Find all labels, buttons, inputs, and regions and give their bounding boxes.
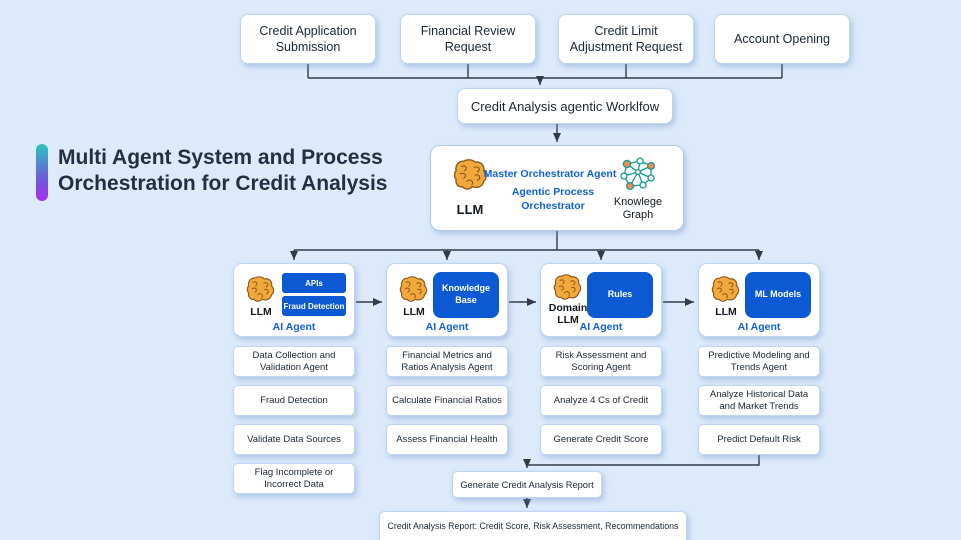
orchestrator-subtitle: Agentic Process Orchestrator: [511, 186, 595, 212]
task-node: Analyze 4 Cs of Credit: [540, 385, 662, 416]
agent-node-predictive-modeling: LLM ML Models AI Agent: [698, 263, 820, 337]
orchestrator-llm-label: LLM: [456, 202, 484, 217]
generate-report-node: Generate Credit Analysis Report: [452, 471, 602, 498]
tool-chip-fraud-detection: Fraud Detection: [282, 296, 346, 316]
tool-chip-ml-models: ML Models: [745, 272, 811, 318]
task-node: Assess Financial Health: [386, 424, 508, 455]
agent-role-label: AI Agent: [272, 321, 316, 333]
task-node: Validate Data Sources: [233, 424, 355, 455]
request-node-credit-limit-adjustment: Credit Limit Adjustment Request: [558, 14, 694, 64]
workflow-node: Credit Analysis agentic Worklfow: [457, 88, 673, 124]
request-node-account-opening: Account Opening: [714, 14, 850, 64]
task-node: Generate Credit Score: [540, 424, 662, 455]
page-title-line1: Multi Agent System and Process: [58, 146, 383, 169]
agent-node-financial-metrics: LLM Knowledge Base AI Agent: [386, 263, 508, 337]
request-node-credit-application: Credit Application Submission: [240, 14, 376, 64]
brain-icon: [399, 276, 429, 308]
tool-chip-knowledge-base: Knowledge Base: [433, 272, 499, 318]
agent-role-label: AI Agent: [737, 321, 781, 333]
brain-icon: [553, 274, 583, 306]
agent-role-label: AI Agent: [579, 321, 623, 333]
agent-node-risk-assessment: Domain LLM Rules AI Agent: [540, 263, 662, 337]
page-title-line2: Orchestration for Credit Analysis: [58, 172, 388, 196]
task-node: Flag Incomplete or Incorrect Data: [233, 463, 355, 494]
task-node: Predict Default Risk: [698, 424, 820, 455]
agent-node-data-collection: LLM APIs Fraud Detection AI Agent: [233, 263, 355, 337]
knowledge-graph-icon: [617, 155, 659, 198]
task-node: Risk Assessment and Scoring Agent: [540, 346, 662, 377]
page-title: Multi Agent System and Process Orchestra…: [58, 145, 398, 198]
tool-chip-apis: APIs: [282, 273, 346, 293]
orchestrator-node: LLM Master Orchestrator Agent Agentic Pr…: [430, 145, 684, 231]
agent-llm-label: Domain LLM: [548, 302, 588, 327]
tool-chip-rules: Rules: [587, 272, 653, 318]
agent-llm-label: LLM: [403, 306, 425, 318]
task-node: Calculate Financial Ratios: [386, 385, 508, 416]
agent-llm-label: LLM: [250, 306, 272, 318]
task-node: Fraud Detection: [233, 385, 355, 416]
agent-llm-label: LLM: [715, 306, 737, 318]
brain-icon: [453, 159, 489, 196]
title-gradient-bar: [36, 144, 48, 201]
task-node: Predictive Modeling and Trends Agent: [698, 346, 820, 377]
brain-icon: [246, 276, 276, 308]
final-report-node: Credit Analysis Report: Credit Score, Ri…: [379, 511, 687, 540]
orchestrator-title: Master Orchestrator Agent: [483, 168, 617, 180]
knowledge-graph-label: Knowlege Graph: [613, 196, 663, 221]
task-node: Analyze Historical Data and Market Trend…: [698, 385, 820, 416]
agent-role-label: AI Agent: [425, 321, 469, 333]
task-node: Data Collection and Validation Agent: [233, 346, 355, 377]
request-node-financial-review: Financial Review Request: [400, 14, 536, 64]
brain-icon: [711, 276, 741, 308]
task-node: Financial Metrics and Ratios Analysis Ag…: [386, 346, 508, 377]
